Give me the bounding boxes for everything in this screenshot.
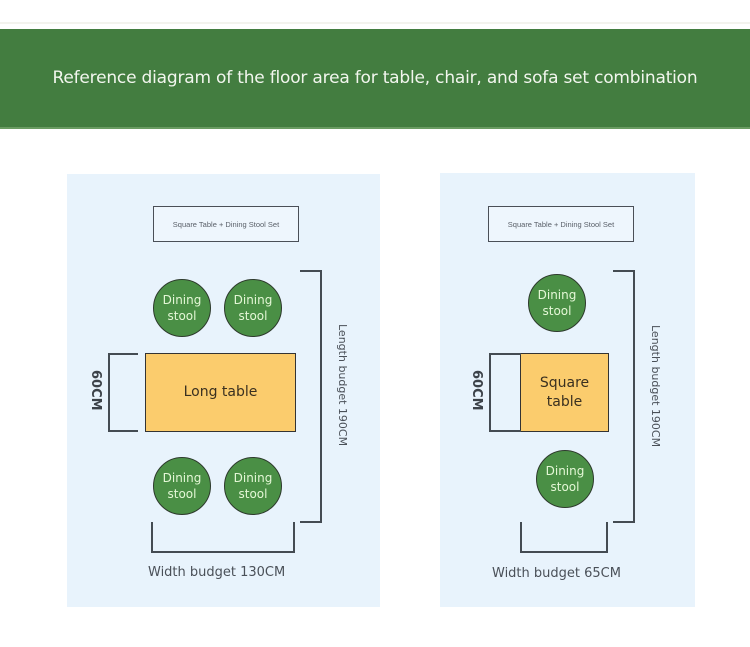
length-label: Length budget 190CM xyxy=(336,324,349,447)
dining-stool: Dining stool xyxy=(153,457,211,515)
length-bracket xyxy=(320,270,322,523)
width-bracket xyxy=(293,522,295,553)
depth-label: 60CM xyxy=(469,370,484,411)
length-label: Length budget 190CM xyxy=(649,325,662,448)
set-label: Square Table + Dining Stool Set xyxy=(153,206,299,242)
dining-stool: Dining stool xyxy=(536,450,594,508)
width-bracket xyxy=(520,522,522,553)
header-banner: Reference diagram of the floor area for … xyxy=(0,29,750,129)
top-divider xyxy=(0,22,750,24)
dining-stool: Dining stool xyxy=(528,274,586,332)
square-table: Square table xyxy=(520,353,609,432)
long-table: Long table xyxy=(145,353,296,432)
dining-stool: Dining stool xyxy=(224,279,282,337)
dining-stool: Dining stool xyxy=(153,279,211,337)
depth-bracket xyxy=(489,353,491,432)
long-table-panel: Square Table + Dining Stool Set Dining s… xyxy=(67,174,380,607)
length-bracket xyxy=(300,270,322,272)
length-bracket xyxy=(300,521,322,523)
length-bracket xyxy=(613,270,635,272)
depth-label: 60CM xyxy=(88,370,103,411)
width-label: Width budget 65CM xyxy=(492,566,621,581)
width-bracket xyxy=(606,522,608,553)
page-title: Reference diagram of the floor area for … xyxy=(52,68,698,88)
width-bracket xyxy=(151,522,153,553)
width-bracket xyxy=(520,551,608,553)
dining-stool: Dining stool xyxy=(224,457,282,515)
set-label: Square Table + Dining Stool Set xyxy=(488,206,634,242)
depth-bracket xyxy=(108,430,138,432)
square-table-panel: Square Table + Dining Stool Set Dining s… xyxy=(440,173,695,607)
depth-bracket xyxy=(108,353,110,432)
length-bracket xyxy=(613,521,635,523)
depth-bracket xyxy=(108,353,138,355)
width-label: Width budget 130CM xyxy=(148,565,286,580)
width-bracket xyxy=(151,551,295,553)
depth-bracket xyxy=(489,353,521,355)
length-bracket xyxy=(633,270,635,523)
depth-bracket xyxy=(489,430,521,432)
